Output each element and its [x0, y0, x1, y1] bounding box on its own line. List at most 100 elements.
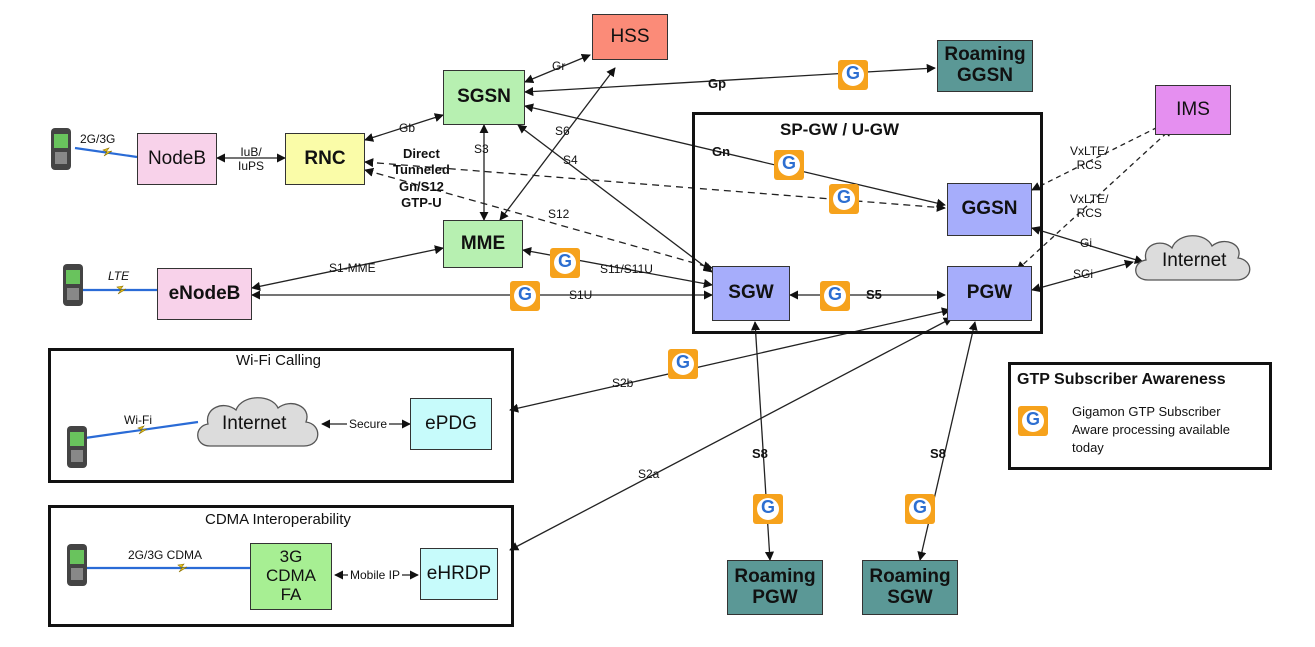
mme-label: MME — [460, 232, 506, 254]
spgw-frame-title: SP-GW / U-GW — [780, 120, 899, 139]
lightning-bolt-icon — [116, 285, 127, 295]
link-label-s2a: S2a — [638, 467, 660, 481]
internet-wifi-label: Internet — [222, 413, 287, 434]
link-label-s2b: S2b — [612, 376, 634, 390]
hss-node: HSS — [592, 14, 668, 60]
rnc-label: RNC — [304, 147, 346, 169]
enodeb-node: eNodeB — [157, 268, 252, 320]
epdg-node: ePDG — [410, 398, 492, 450]
link-label-sgi: SGi — [1073, 267, 1094, 281]
radio-2g3g-link — [74, 146, 138, 159]
nodeb-label: NodeB — [147, 147, 207, 169]
lightning-bolt-icon — [102, 147, 113, 157]
gigamon-gtp-icon — [550, 248, 580, 278]
lightning-bolt-icon — [177, 563, 188, 573]
lightning-bolt-icon — [137, 425, 148, 435]
link-gi — [1031, 226, 1144, 264]
ehrdp-node: eHRDP — [420, 548, 498, 600]
ggsn-label: GGSN — [961, 198, 1018, 220]
wifi-frame — [48, 348, 514, 483]
link-label-mobile-ip: Mobile IP — [348, 568, 403, 583]
link-label-gb: Gb — [399, 121, 416, 135]
sgsn-label: SGSN — [457, 86, 511, 108]
enodeb-label: eNodeB — [168, 282, 241, 304]
link-label-vxlte-1: VxLTE/RCS — [1070, 144, 1109, 172]
link-s2a — [509, 317, 953, 551]
link-label-gn: Gn — [712, 144, 731, 159]
link-label-gp: Gp — [708, 76, 727, 91]
link-s8-left — [750, 321, 775, 561]
link-label-s1u: S1U — [569, 288, 593, 302]
internet-main-label: Internet — [1162, 250, 1227, 271]
link-gb — [364, 113, 444, 142]
cloud-icon — [1135, 235, 1251, 281]
cdma-frame-title: CDMA Interoperability — [205, 511, 351, 528]
link-label-s8-right: S8 — [930, 446, 946, 461]
mobile-phone-icon — [63, 264, 83, 306]
gigamon-gtp-icon — [905, 494, 935, 524]
gigamon-gtp-icon — [753, 494, 783, 524]
link-label-s1mme: S1-MME — [329, 261, 376, 275]
radio-label-cdma: 2G/3G CDMA — [128, 548, 203, 562]
link-label-iub: IuB/IuPS — [238, 145, 265, 173]
legend-box — [1008, 362, 1272, 470]
mobile-phone-icon — [67, 544, 87, 586]
epdg-label: ePDG — [425, 412, 477, 434]
link-gp — [524, 63, 936, 97]
ims-node: IMS — [1155, 85, 1231, 135]
link-s1mme — [251, 245, 444, 291]
radio-label-lte: LTE — [108, 269, 130, 283]
link-label-s3: S3 — [474, 142, 489, 156]
link-sgi — [1031, 259, 1134, 293]
rnc-node: RNC — [285, 133, 365, 185]
link-label-gi: Gi — [1080, 236, 1092, 250]
ims-label: IMS — [1176, 98, 1210, 120]
sgsn-node: SGSN — [443, 70, 525, 125]
spgw-frame — [692, 112, 1043, 334]
link-label-s11: S11/S11U — [600, 262, 653, 276]
ggsn-node: GGSN — [947, 183, 1032, 236]
sgw-node: SGW — [712, 266, 790, 321]
pgw-node: PGW — [947, 266, 1032, 321]
legend-title: GTP Subscriber Awareness — [1017, 371, 1226, 388]
link-s4 — [517, 124, 713, 273]
radio-label-2g3g: 2G/3G — [80, 132, 116, 146]
wifi-frame-title: Wi-Fi Calling — [236, 352, 322, 369]
mme-node: MME — [443, 220, 523, 268]
ehrdp-label: eHRDP — [426, 562, 492, 584]
gigamon-gtp-icon — [820, 281, 850, 311]
cloud-icon — [197, 397, 319, 447]
gigamon-gtp-icon — [668, 349, 698, 379]
link-label-s12: S12 — [548, 207, 570, 221]
gigamon-gtp-icon — [838, 60, 868, 90]
radio-label-wifi: Wi-Fi — [124, 413, 152, 427]
gigamon-gtp-icon — [829, 184, 859, 214]
link-label-gr: Gr — [552, 59, 566, 73]
pgw-label: PGW — [966, 282, 1013, 304]
link-label-secure: Secure — [347, 417, 390, 432]
mobile-phone-icon — [67, 426, 87, 468]
link-label-vxlte-2: VxLTE/RCS — [1070, 192, 1109, 220]
mobile-phone-icon — [51, 128, 71, 170]
link-label-s5: S5 — [866, 287, 882, 302]
link-vxlte-pgw — [1016, 127, 1173, 271]
link-label-s8-left: S8 — [752, 446, 768, 461]
gigamon-gtp-icon — [1018, 406, 1048, 436]
sgw-label: SGW — [728, 282, 774, 304]
link-s8-right — [917, 321, 978, 561]
link-label-s4: S4 — [563, 153, 578, 167]
gigamon-gtp-icon — [774, 150, 804, 180]
cdma-frame — [48, 505, 514, 627]
link-label-s6: S6 — [555, 124, 570, 138]
